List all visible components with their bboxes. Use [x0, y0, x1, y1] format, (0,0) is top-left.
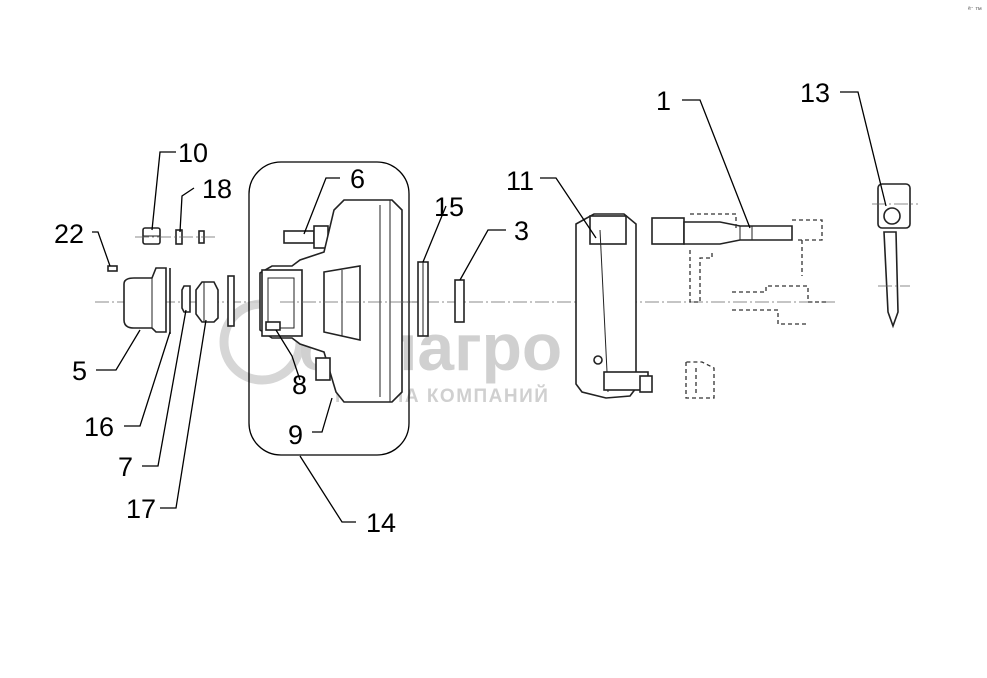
callout-5: 5: [72, 356, 87, 386]
callout-14: 14: [366, 508, 396, 538]
part-5-hub-cap: [123, 267, 167, 333]
leader-lines: [92, 91, 887, 523]
hub-washer: [227, 275, 235, 327]
leader-17: [160, 319, 207, 509]
leader-7: [142, 309, 187, 467]
callout-8: 8: [292, 370, 307, 400]
callout-7: 7: [118, 452, 133, 482]
callout-1: 1: [656, 86, 671, 116]
leader-22: [92, 231, 111, 267]
callout-9: 9: [288, 420, 303, 450]
corner-mark: ª¨ ™: [968, 7, 982, 14]
callout-6: 6: [350, 164, 365, 194]
leader-18: [179, 187, 195, 233]
leader-14: [299, 455, 356, 523]
leader-10: [151, 151, 176, 231]
leader-3: [459, 229, 506, 281]
part-17-castle-nut: [195, 281, 219, 323]
axle-housing-dashed: [685, 213, 828, 399]
part-1-axle: [651, 217, 793, 245]
callout-labels: 1 13 11 15 3 6 10 18 22 5 16 7 17 8 9 14: [54, 78, 830, 538]
callout-11: 11: [506, 166, 534, 196]
part-3-spacer: [454, 279, 465, 323]
part-7-cotter-pin: [181, 285, 191, 313]
part-10-nut: [142, 227, 161, 245]
callout-13: 13: [800, 78, 830, 108]
part-hub-assembly: [259, 199, 420, 403]
part-18-washer: [135, 229, 215, 245]
leader-13: [840, 91, 887, 207]
callout-15: 15: [434, 192, 464, 222]
assembly-14-frame: [248, 161, 410, 456]
leader-8: [275, 329, 301, 381]
leader-6: [303, 177, 340, 235]
part-11-housing: [575, 213, 653, 399]
callout-17: 17: [126, 494, 156, 524]
callout-16: 16: [84, 412, 114, 442]
leader-1: [682, 99, 751, 229]
leader-15: [422, 205, 447, 263]
leader-5: [96, 329, 141, 371]
callout-18: 18: [202, 174, 232, 204]
callout-3: 3: [514, 216, 529, 246]
leader-16: [124, 331, 171, 427]
part-13-lever: [872, 183, 918, 329]
part-22-pin: [107, 265, 118, 272]
leader-9: [312, 397, 333, 433]
part-15-seal: [417, 261, 429, 337]
callout-22: 22: [54, 219, 84, 249]
leader-11: [540, 177, 597, 239]
callout-10: 10: [178, 138, 208, 168]
